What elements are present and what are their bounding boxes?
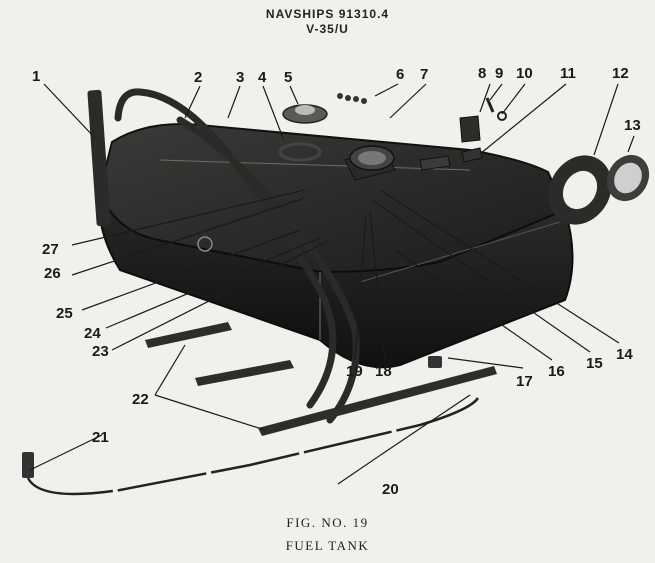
callout-9: 9	[495, 65, 503, 82]
leader-lines	[29, 83, 635, 485]
left-strap	[87, 89, 111, 227]
filler-neck	[344, 145, 396, 181]
gauge-cover	[282, 104, 328, 124]
callout-8: 8	[478, 65, 486, 82]
callout-5: 5	[284, 69, 292, 86]
callout-14: 14	[616, 346, 633, 363]
figure-title: FUEL TANK	[285, 538, 370, 553]
callout-27: 27	[42, 241, 59, 258]
callout-labels: 1 2 3 4 5 6 7 8 9 10 11 12 13 14 15 16 1…	[32, 65, 641, 498]
callout-20: 20	[382, 481, 399, 498]
callout-13: 13	[624, 117, 641, 134]
callout-19: 19	[346, 363, 363, 380]
drain-fitting	[428, 356, 442, 368]
tank-straps	[114, 88, 360, 424]
model-number: V-35/U	[306, 22, 349, 36]
callout-11: 11	[560, 65, 576, 82]
figure-number: FIG. NO. 19	[286, 515, 369, 530]
callout-22: 22	[132, 391, 149, 408]
callout-25: 25	[56, 305, 73, 322]
callout-10: 10	[516, 65, 533, 82]
clip	[461, 147, 483, 163]
mounting-strips	[145, 322, 497, 436]
callout-12: 12	[612, 65, 629, 82]
callout-18: 18	[375, 363, 392, 380]
callout-4: 4	[258, 69, 267, 86]
bolt	[485, 97, 495, 113]
screws	[337, 93, 367, 104]
bracket	[459, 115, 481, 143]
callout-24: 24	[84, 325, 101, 342]
callout-6: 6	[396, 66, 404, 83]
tank-logo-mark	[197, 236, 213, 252]
sending-unit-gasket	[278, 142, 322, 162]
document-number: NAVSHIPS 91310.4	[265, 7, 390, 21]
callout-2: 2	[194, 69, 202, 86]
callout-7: 7	[420, 66, 428, 83]
fuel-line	[26, 397, 480, 496]
fuel-line-fitting	[22, 452, 34, 478]
filler-cap	[606, 154, 650, 202]
filler-gasket	[548, 155, 612, 225]
callout-16: 16	[548, 363, 565, 380]
callout-15: 15	[586, 355, 603, 372]
callout-26: 26	[44, 265, 61, 282]
callout-21: 21	[92, 429, 109, 446]
callout-17: 17	[516, 373, 533, 390]
callout-23: 23	[92, 343, 109, 360]
washer	[497, 111, 507, 121]
callout-3: 3	[236, 69, 244, 86]
callout-1: 1	[32, 68, 40, 85]
